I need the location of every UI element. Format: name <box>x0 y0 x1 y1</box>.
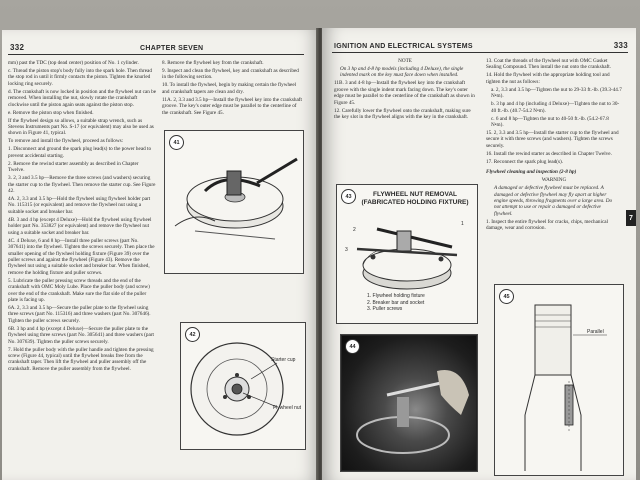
left-col1-para: 1. Disconnect and ground the spark plug … <box>8 146 152 159</box>
left-col1-para: 7. Hold the puller body with the puller … <box>8 346 154 372</box>
left-col1-para: 6A. 2, 3.3 and 3.5 hp—Secure the puller … <box>8 304 151 324</box>
right-col2-para: 17. Reconnect the spark plug lead(s). <box>486 158 564 165</box>
right-col2-para: a. 2, 3.3 and 3.5 hp—Tighten the nut to … <box>491 86 622 100</box>
left-col1-para: 4A. 2, 3.3 and 3.5 hp—Hold the flywheel … <box>8 196 151 215</box>
left-col1-para: 2. Remove the rewind starter assembly as… <box>8 160 139 174</box>
left-column-2: 8. Remove the flywheel key from the cran… <box>162 60 302 118</box>
left-col1-para: c. Thread the piston stop's body fully i… <box>8 68 152 87</box>
starter-cup-label: Starter cup <box>271 357 296 363</box>
warning-title: WARNING <box>541 177 567 184</box>
holding-fixture-illustration <box>356 227 458 290</box>
figure-number: 42 <box>185 327 200 342</box>
left-col1-para: 4C. 4 Deluxe, 6 and 8 hp—Install three p… <box>8 237 155 276</box>
left-col1-para: 6B. 3 hp and 4 hp (except 4 Deluxe)—Secu… <box>8 325 154 345</box>
figure-43-title: FLYWHEEL NUT REMOVAL (FABRICATED HOLDING… <box>355 191 475 207</box>
book-spine <box>316 28 324 480</box>
figure-number: 43 <box>341 189 356 204</box>
warning-text: A damaged or defective flywheel must be … <box>494 185 613 217</box>
legend-item: 3. Puller screws <box>367 306 403 312</box>
right-col1-para: 11B. 3 and 4-8 hp—Install the flywheel k… <box>334 80 475 106</box>
left-col1-para: mm) past the TDC (top dead center) posit… <box>8 60 139 66</box>
callout-1: 1 <box>461 221 464 227</box>
left-col1-para: If the flywheel design so allows, a suit… <box>8 117 154 137</box>
left-chapter-title: CHAPTER SEVEN <box>140 45 204 52</box>
strap-wrench-illustration <box>174 157 298 240</box>
left-col1-para: To remove and install the flywheel, proc… <box>8 138 124 145</box>
right-page-header: IGNITION AND ELECTRICAL SYSTEMS 333 <box>332 38 628 53</box>
right-col1-para: 12. Carefully lower the flywheel onto th… <box>334 107 471 121</box>
left-col2-para: 8. Remove the flywheel key from the cran… <box>162 60 264 66</box>
left-col2-para: 9. Inspect and clean the flywheel, key a… <box>162 68 299 81</box>
figure-44: 44 <box>340 334 478 472</box>
left-column-1: mm) past the TDC (top dead center) posit… <box>8 60 156 374</box>
note-text: On 3 hp and 4-8 hp models (including 4 D… <box>340 66 464 79</box>
right-col2-para: b. 3 hp and 4 hp (including 4 Deluxe)—Ti… <box>491 101 620 114</box>
figure-43-legend: 1. Flywheel holding fixture 2. Breaker b… <box>367 293 425 313</box>
left-page-number: 332 <box>10 43 25 52</box>
right-col2-para: 13. Coat the threads of the flywheel nut… <box>486 58 611 71</box>
right-col2-para: 15. 2, 3.3 and 3.5 hp—Install the starte… <box>486 130 619 149</box>
parallel-label: Parallel <box>587 329 604 335</box>
legend-item: 2. Breaker bar and socket <box>367 299 425 306</box>
right-column-2: 13. Coat the threads of the flywheel nut… <box>486 58 622 233</box>
figure-number: 44 <box>345 339 360 354</box>
figure-42: 42 Starter cup Flywheel nut <box>180 322 306 450</box>
right-chapter-title: IGNITION AND ELECTRICAL SYSTEMS <box>334 43 473 50</box>
callout-2: 2 <box>353 227 356 233</box>
starter-cup-illustration <box>190 342 284 436</box>
flywheel-nut-label: Flywheel nut <box>273 405 302 411</box>
right-col2-para: 16. Install the rewind starter as descri… <box>486 150 612 157</box>
left-col1-para: d. The crankshaft is now locked in posit… <box>8 88 156 108</box>
figure-number: 41 <box>169 135 184 150</box>
right-page-number: 333 <box>613 41 628 50</box>
section-title: Flywheel cleaning and inspection (2-8 hp… <box>486 169 577 176</box>
left-col1-para: 4B. 3 and 4 hp (except 4 Deluxe)—Hold th… <box>8 216 152 236</box>
note-title: NOTE <box>398 58 412 64</box>
figure-45: 45 Parallel <box>494 284 624 476</box>
puller-photo-overlay <box>356 370 469 454</box>
figure-43-title-line2: (FABRICATED HOLDING FIXTURE) <box>361 199 469 206</box>
figure-43-title-line1: FLYWHEEL NUT REMOVAL <box>372 191 458 198</box>
chapter-thumb-tab: 7 <box>626 210 636 226</box>
right-page: IGNITION AND ELECTRICAL SYSTEMS 333 NOTE… <box>322 28 636 480</box>
figure-43: 43 FLYWHEEL NUT REMOVAL (FABRICATED HOLD… <box>336 184 478 324</box>
left-col2-para: 11A. 2, 3.3 and 3.5 hp—Install the flywh… <box>162 96 302 116</box>
right-column-1: NOTE On 3 hp and 4-8 hp models (includin… <box>334 58 476 122</box>
figure-41: 41 <box>164 130 304 274</box>
left-col1-para: 5. Lubricate the puller pressing screw t… <box>8 277 150 303</box>
callout-3: 3 <box>345 247 348 253</box>
crankshaft-key-illustration <box>524 304 607 471</box>
right-col2-para: 14. Hold the flywheel with the appropria… <box>486 72 610 85</box>
legend-item: 1. Flywheel holding fixture <box>367 293 425 299</box>
right-col2-para: c. 6 and 8 hp—Tighten the nut to 40-50 f… <box>491 115 609 129</box>
left-page: 332 CHAPTER SEVEN mm) past the TDC (top … <box>2 30 320 480</box>
left-col1-para: 3. 2, 3 and 3.5 hp—Remove the three scre… <box>8 175 156 195</box>
left-col1-para: e. Remove the piston stop when finished. <box>8 109 94 116</box>
left-col2-para: 10. To install the flywheel, begin by ma… <box>162 82 297 95</box>
left-page-header: 332 CHAPTER SEVEN <box>8 40 304 55</box>
inspection-step-1: 1. Inspect the entire flywheel for crack… <box>486 218 608 232</box>
figure-number: 45 <box>499 289 514 304</box>
